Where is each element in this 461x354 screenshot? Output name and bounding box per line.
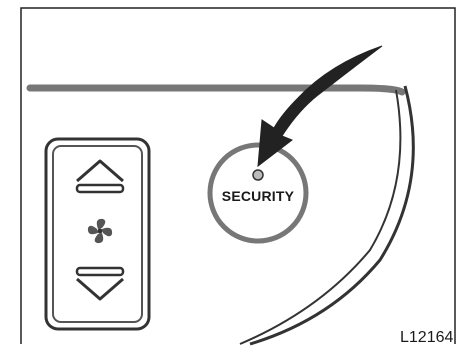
- pointer-arrow-icon: [257, 45, 383, 168]
- dashboard-curve-inner: [239, 89, 402, 345]
- fan-icon: [87, 218, 113, 244]
- fan-switch: [44, 137, 151, 331]
- dashboard-curve-outer: [249, 85, 415, 346]
- dashboard-edge: [26, 84, 406, 96]
- chevron-down-icon: [75, 266, 125, 301]
- figure-border: [20, 7, 456, 344]
- security-label: SECURITY: [221, 188, 295, 204]
- chevron-up-icon: [75, 159, 125, 194]
- indicator-light-icon: [252, 169, 264, 181]
- figure-code: L12164: [400, 329, 454, 346]
- security-indicator: [207, 142, 309, 244]
